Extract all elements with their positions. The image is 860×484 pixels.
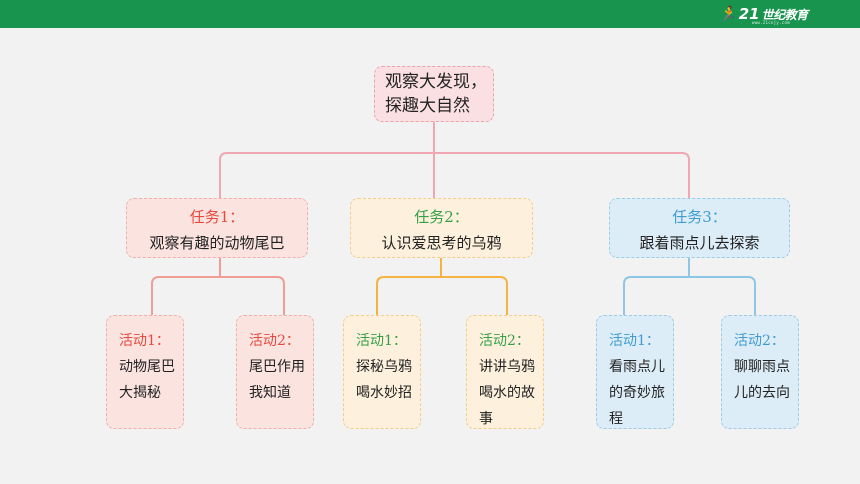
logo-url: www.21cnjy.com — [752, 20, 790, 25]
logo-number: 21 — [738, 5, 760, 23]
activity-title: 活动1： — [609, 333, 660, 349]
root-line-1: 观察大发现， — [385, 72, 487, 92]
task3-connector — [623, 258, 756, 315]
task-2-node: 任务2： 认识爱思考的乌鸦 — [350, 198, 533, 258]
task-2-body: 认识爱思考的乌鸦 — [381, 234, 502, 252]
task-3-activity-2-node: 活动2： 聊聊雨点儿的去向 — [721, 315, 799, 429]
task-1-activity-2-node: 活动2： 尾巴作用我知道 — [236, 315, 314, 429]
activity-body: 尾巴作用我知道 — [249, 359, 305, 401]
activity-body: 看雨点儿的奇妙旅程 — [609, 359, 665, 427]
activity-title: 活动2： — [249, 333, 300, 349]
logo: 🏃 21 世纪教育 — [718, 4, 808, 24]
logo-runner-icon: 🏃 — [718, 5, 737, 23]
task2-connector — [376, 258, 508, 315]
task-1-body: 观察有趣的动物尾巴 — [149, 234, 285, 252]
task1-connector — [151, 258, 285, 315]
task-3-body: 跟着雨点儿去探索 — [639, 234, 760, 252]
task-3-node: 任务3： 跟着雨点儿去探索 — [609, 198, 790, 258]
activity-title: 活动1： — [356, 333, 407, 349]
activity-title: 活动2： — [479, 333, 530, 349]
root-connector — [219, 122, 690, 198]
activity-body: 动物尾巴大揭秘 — [119, 359, 175, 401]
task-1-activity-1-node: 活动1： 动物尾巴大揭秘 — [106, 315, 184, 429]
task-1-title: 任务1： — [189, 208, 245, 226]
root-node: 观察大发现， 探趣大自然 — [374, 66, 494, 122]
activity-body: 讲讲乌鸦喝水的故事 — [479, 359, 535, 427]
activity-title: 活动2： — [734, 333, 785, 349]
activity-body: 聊聊雨点儿的去向 — [734, 359, 790, 401]
task-2-activity-2-node: 活动2： 讲讲乌鸦喝水的故事 — [466, 315, 544, 429]
logo-text: 世纪教育 — [761, 7, 809, 22]
task-3-activity-1-node: 活动1： 看雨点儿的奇妙旅程 — [596, 315, 674, 429]
task-2-activity-1-node: 活动1： 探秘乌鸦喝水妙招 — [343, 315, 421, 429]
header-bar — [0, 0, 860, 28]
task-3-title: 任务3： — [672, 208, 727, 226]
activity-body: 探秘乌鸦喝水妙招 — [356, 359, 412, 401]
task-2-title: 任务2： — [414, 208, 469, 226]
root-line-2: 探趣大自然 — [385, 96, 470, 116]
activity-title: 活动1： — [119, 333, 170, 349]
task-1-node: 任务1： 观察有趣的动物尾巴 — [126, 198, 308, 258]
